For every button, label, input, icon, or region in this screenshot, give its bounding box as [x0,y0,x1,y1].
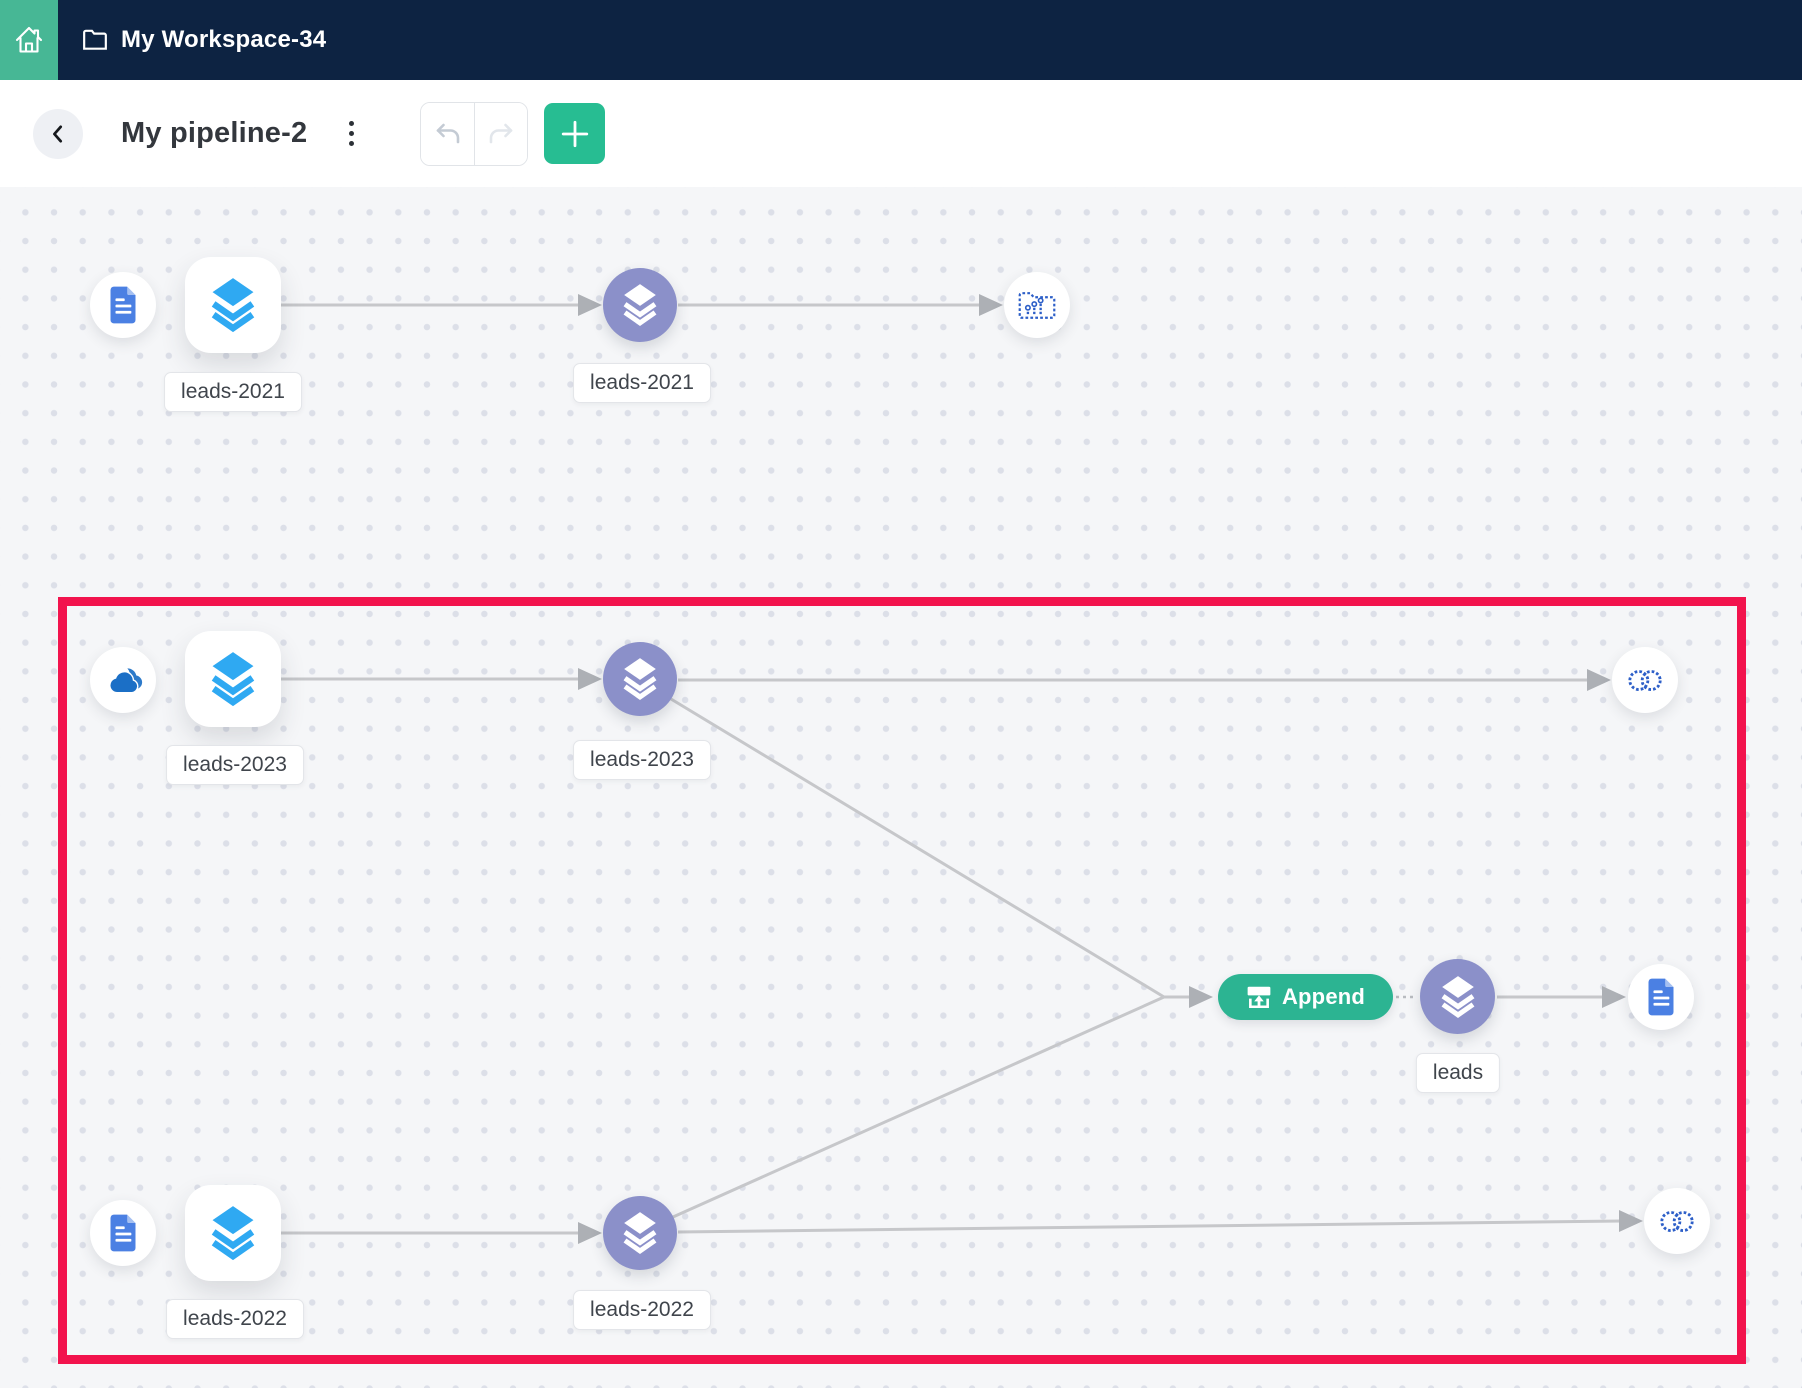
kebab-dot [349,131,355,136]
undo-redo-group [420,101,529,166]
document-icon [106,1213,140,1253]
output-label: leads [1415,1053,1501,1093]
source-file-node-row3[interactable] [90,1200,156,1266]
link-rings-icon [1626,668,1664,693]
destination-crm-node-row3[interactable] [1644,1188,1710,1254]
home-icon [13,24,45,56]
layers-icon [1438,975,1478,1019]
prepared-stage-node-row3[interactable] [603,1196,677,1270]
redo-icon [486,121,516,147]
chevron-left-icon [49,123,67,145]
dataset-node-row1[interactable] [185,257,281,353]
top-bar: My Workspace-34 [0,0,1802,80]
workspace-title: My Workspace-34 [121,26,327,53]
destination-file-node[interactable] [1628,964,1694,1030]
document-icon [106,285,140,325]
pipeline-canvas[interactable]: leads-2021 leads-2021 leads-2023 leads-2… [0,187,1802,1388]
link-rings-icon [1658,1209,1696,1234]
dataset-node-row2[interactable] [185,631,281,727]
dataset-label-row2: leads-2023 [166,745,304,785]
layers-icon [207,651,259,707]
dataset-folder-icon [1017,288,1057,322]
home-button[interactable] [0,0,58,80]
plus-icon [560,119,590,149]
back-button[interactable] [33,108,83,159]
stage-label-row3: leads-2022 [573,1290,711,1330]
prepared-stage-node-row2[interactable] [603,642,677,716]
dataset-node-row3[interactable] [185,1185,281,1281]
stage-label-row2: leads-2023 [573,740,711,780]
pipeline-connectors [281,294,1643,1244]
undo-icon [433,121,463,147]
cloud-icon [103,667,143,694]
layers-icon [620,1211,660,1255]
appended-dataset-node[interactable] [1420,959,1495,1034]
pipeline-title: My pipeline-2 [121,117,308,149]
prepared-stage-node-row1[interactable] [603,268,677,342]
layers-icon [620,657,660,701]
workspace-folder-icon [82,29,108,51]
stage-label-row1: leads-2021 [573,363,711,403]
redo-button[interactable] [474,102,528,165]
layers-icon [207,1205,259,1261]
document-icon [1644,977,1678,1017]
kebab-dot [349,141,355,146]
append-node[interactable]: Append [1218,974,1393,1020]
destination-crm-node-row2[interactable] [1612,647,1678,713]
kebab-menu-button[interactable] [343,115,360,152]
kebab-dot [349,121,355,126]
add-node-button[interactable] [544,103,606,164]
source-cloud-node-row2[interactable] [90,647,156,713]
undo-button[interactable] [421,102,475,165]
layers-icon [207,277,259,333]
source-file-node-row1[interactable] [90,272,156,338]
append-label: Append [1281,984,1366,1009]
append-icon [1246,985,1272,1009]
pipeline-toolbar: My pipeline-2 [0,80,1802,187]
destination-folder-node-row1[interactable] [1004,272,1070,338]
dataset-label-row1: leads-2021 [164,372,302,412]
layers-icon [620,283,660,327]
dataset-label-row3: leads-2022 [166,1299,304,1339]
